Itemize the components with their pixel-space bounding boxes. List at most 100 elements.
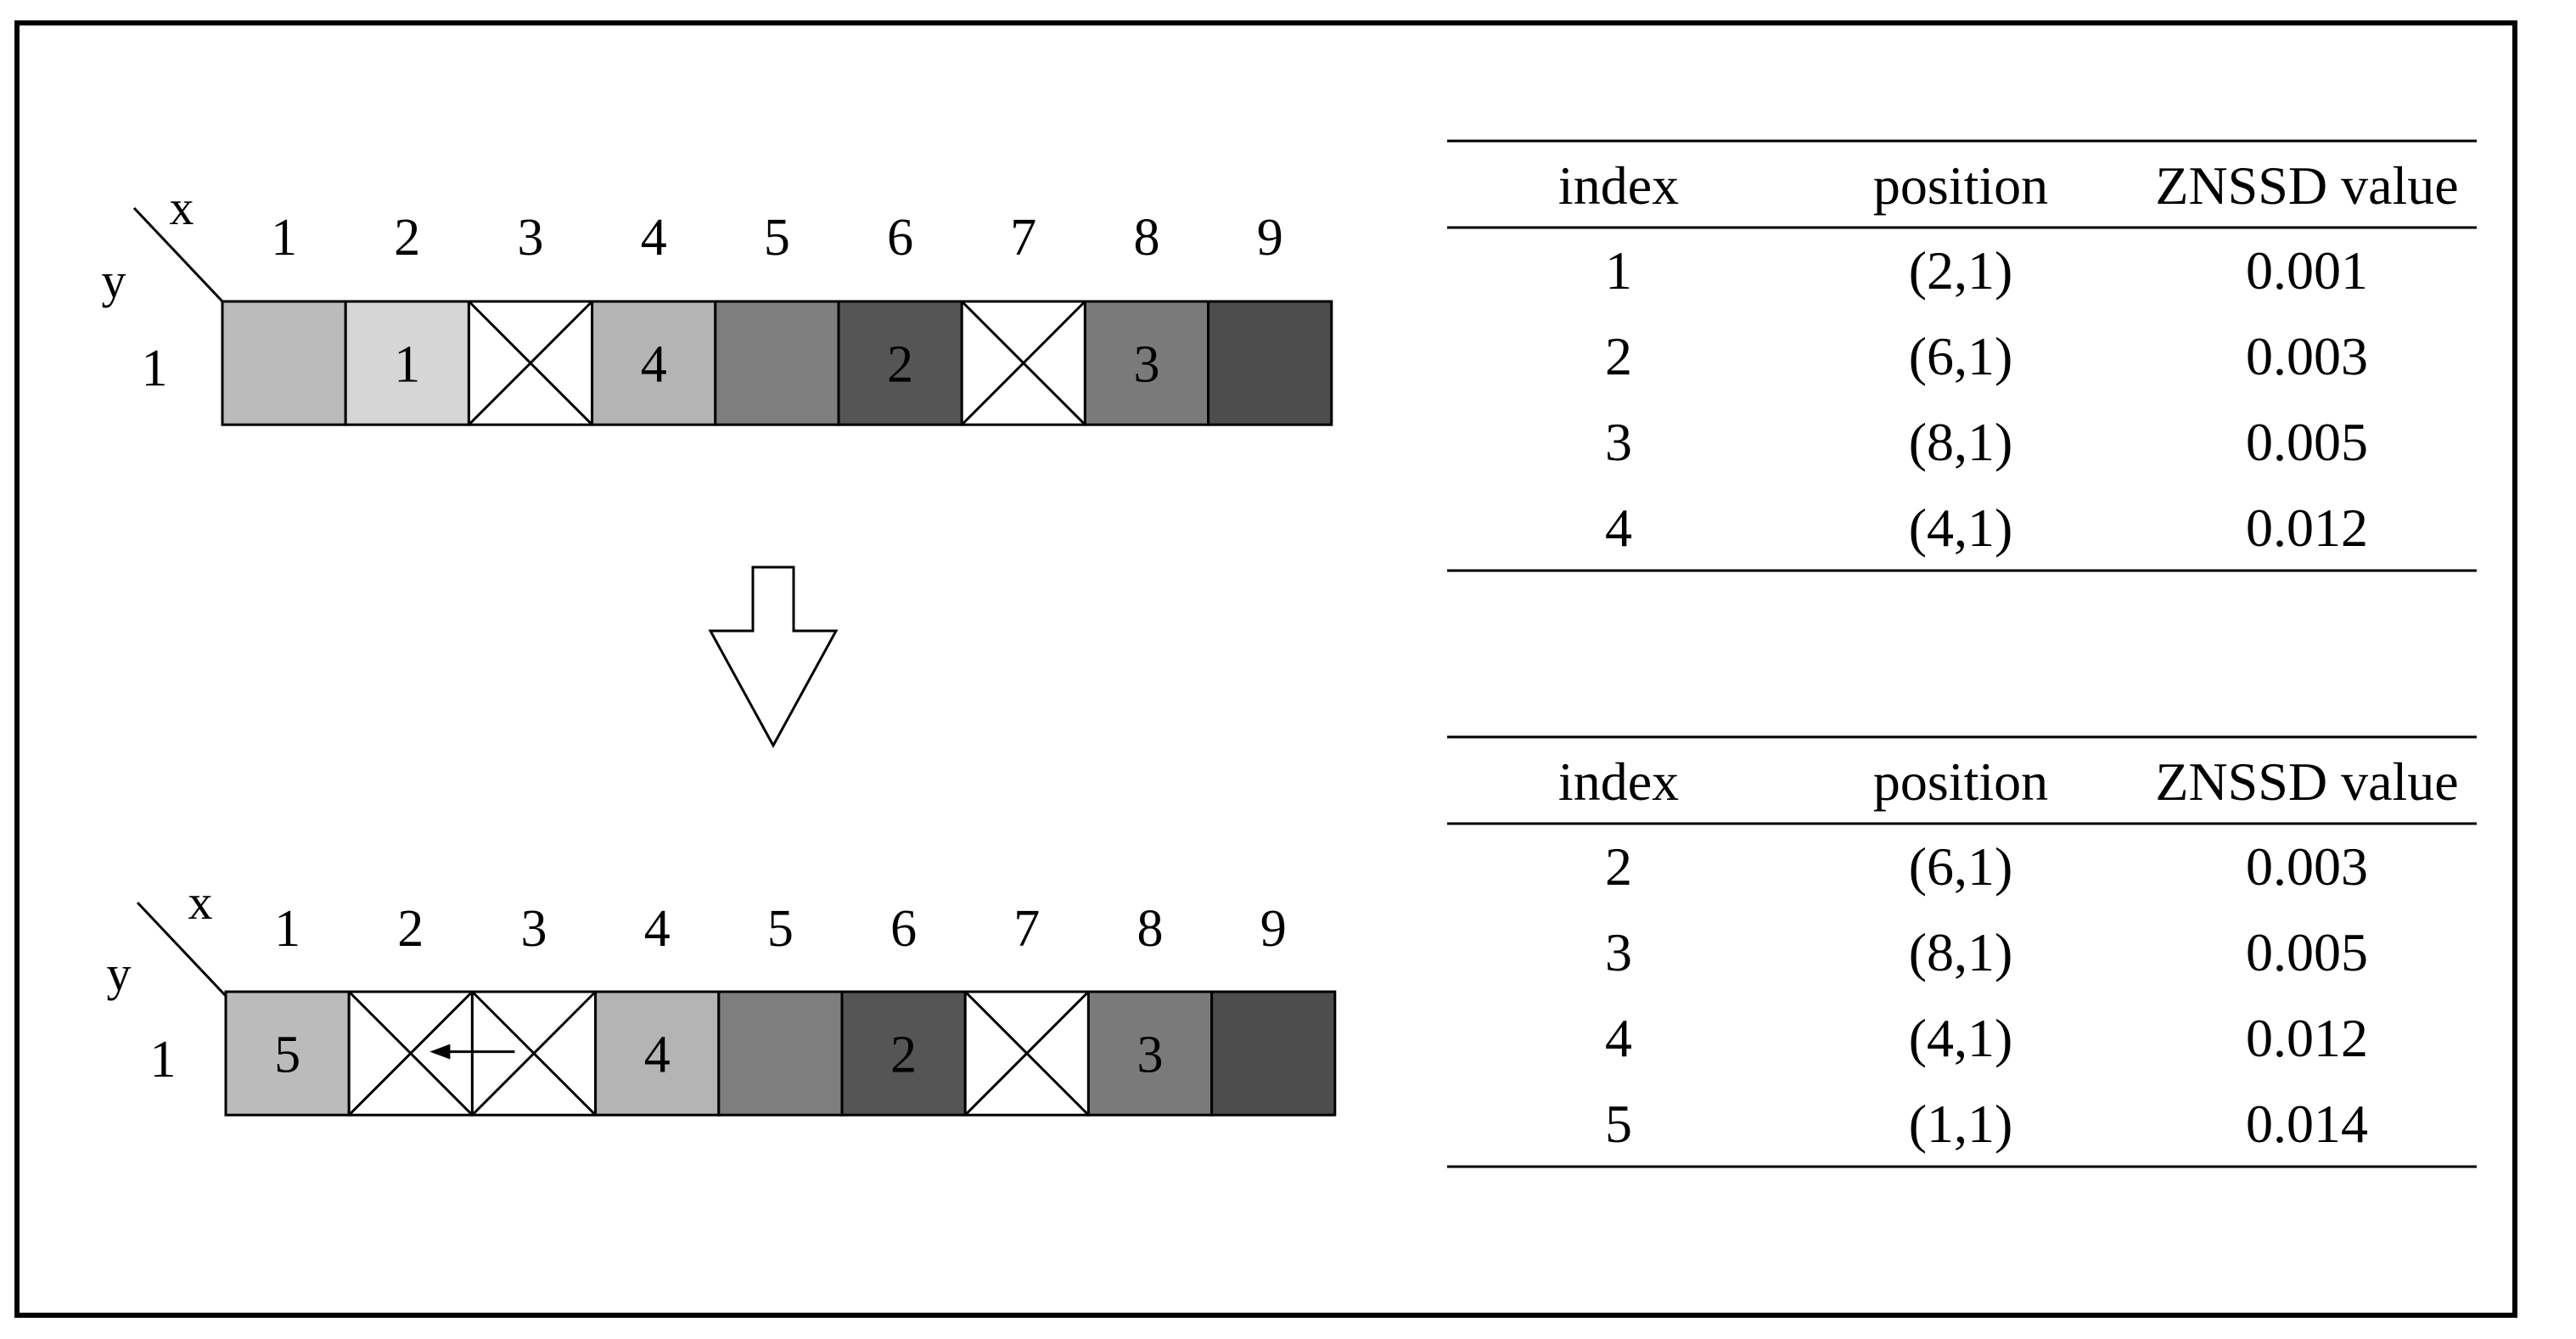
cross-line — [348, 990, 474, 1117]
table-header-cell: ZNSSD value — [2155, 155, 2458, 216]
table-cell: (4,1) — [1909, 1008, 2013, 1068]
table-header-cell: position — [1873, 751, 2048, 812]
column-label: 7 — [1013, 900, 1040, 958]
grid-cell: 4 — [594, 990, 721, 1117]
row-label: 1 — [142, 340, 168, 397]
cross-line — [471, 990, 597, 1117]
table-cell: 2 — [1605, 836, 1632, 897]
cell-crossed — [960, 300, 1086, 426]
down-arrow-icon — [708, 565, 839, 749]
table-cell: 4 — [1605, 498, 1632, 558]
column-label: 7 — [1010, 209, 1036, 267]
grid-cell: 2 — [840, 990, 967, 1117]
cell-index-label: 3 — [1137, 1027, 1164, 1084]
table-cell: 0.012 — [2246, 498, 2368, 558]
table-cell: 0.012 — [2246, 1008, 2368, 1068]
x-axis-label: x — [170, 180, 194, 235]
grid-cell — [1207, 300, 1333, 426]
table-cell: 0.005 — [2246, 412, 2368, 472]
column-label: 6 — [887, 209, 913, 267]
table-cell: (6,1) — [1909, 326, 2013, 386]
cell-box — [840, 990, 967, 1117]
column-label: 8 — [1134, 209, 1160, 267]
ranking-table-after: index position ZNSSD value 2 (6,1) 0.003 3 (8,1… — [1447, 735, 2477, 1168]
table-header-cell: ZNSSD value — [2155, 751, 2458, 812]
cell-box — [717, 990, 844, 1117]
grid-cell — [717, 990, 844, 1117]
table-row: 2 (6,1) 0.003 — [1605, 326, 2368, 386]
table-cell: 0.014 — [2246, 1094, 2368, 1154]
cell-index-label: 2 — [887, 336, 913, 394]
cell-box — [344, 300, 470, 426]
cell-box — [591, 300, 717, 426]
table-row: 1(2,1)0.001 — [1605, 240, 2368, 301]
cross-line — [961, 300, 1086, 426]
column-label: 1 — [274, 900, 300, 958]
grid-cell — [714, 300, 840, 426]
table-row: 4 (4,1) 0.012 — [1605, 498, 2368, 558]
column-label: 1 — [271, 209, 297, 267]
cell-crossed — [467, 300, 594, 426]
table-cell: 3 — [1605, 412, 1632, 472]
table-cell: (6,1) — [1909, 836, 2013, 897]
cell-box — [224, 990, 351, 1117]
column-label: 8 — [1137, 900, 1164, 958]
cell-row: 5 4 2 3 — [224, 990, 1337, 1117]
column-label: 3 — [518, 209, 544, 267]
table-cell: 2 — [1605, 326, 1632, 386]
grid-cell: 5 — [224, 990, 351, 1117]
column-label: 9 — [1257, 209, 1283, 267]
table-cell: (2,1) — [1909, 240, 2013, 301]
table-cell: 1 — [1605, 240, 1632, 301]
table-cell: (8,1) — [1909, 922, 2013, 982]
column-label: 5 — [767, 900, 794, 958]
cross-line — [964, 990, 1090, 1117]
grid-cell: 1 — [344, 300, 470, 426]
cell-box — [1207, 300, 1333, 426]
grid-cell — [1210, 990, 1337, 1117]
grid-cell: 3 — [1083, 300, 1210, 426]
table-row: 2 (6,1) 0.003 — [1605, 836, 2368, 897]
y-axis-label: y — [107, 946, 132, 1001]
x-axis-label: x — [188, 875, 213, 930]
table-row: 3 (8,1) 0.005 — [1605, 922, 2368, 982]
cell-crossed — [963, 990, 1090, 1117]
table-cell: (4,1) — [1909, 498, 2013, 558]
table-header-cell: index — [1558, 155, 1679, 216]
axis-corner-diagonal — [136, 901, 227, 998]
column-label: 2 — [394, 209, 420, 267]
column-label: 4 — [644, 900, 671, 958]
cell-index-label: 1 — [394, 336, 420, 394]
table-cell: 0.003 — [2246, 326, 2368, 386]
cell-box — [1086, 990, 1214, 1117]
grid-cell — [221, 300, 347, 426]
cell-row: 1 4 2 3 — [221, 300, 1333, 426]
table-cell: 3 — [1605, 922, 1632, 982]
table-cell: 0.003 — [2246, 836, 2368, 897]
grid-cell: 4 — [591, 300, 717, 426]
column-label: 6 — [890, 900, 917, 958]
table-row: 4 (4,1) 0.012 — [1605, 1008, 2368, 1068]
table-header-cell: index — [1558, 751, 1679, 812]
table-cell: 4 — [1605, 1008, 1632, 1068]
column-label: 4 — [641, 209, 667, 267]
cell-index-label: 5 — [274, 1027, 300, 1084]
table-cell: 0.005 — [2246, 922, 2368, 982]
cell-index-label: 2 — [890, 1027, 917, 1084]
column-label: 2 — [397, 900, 424, 958]
table-cell: 5 — [1605, 1094, 1632, 1154]
cell-crossed — [470, 990, 598, 1117]
table-cell: (8,1) — [1909, 412, 2013, 472]
cross-line — [468, 300, 593, 426]
cell-index-label: 3 — [1134, 336, 1160, 394]
left-arrow-icon — [429, 1044, 515, 1060]
y-axis-label: y — [102, 253, 126, 308]
table-row: 3 (8,1) 0.005 — [1605, 412, 2368, 472]
column-label: 5 — [764, 209, 790, 267]
column-labels: 1 2 3 4 5 6 7 8 9 — [271, 209, 1283, 267]
axis-corner-diagonal — [132, 206, 224, 303]
row-label: 1 — [150, 1031, 177, 1089]
